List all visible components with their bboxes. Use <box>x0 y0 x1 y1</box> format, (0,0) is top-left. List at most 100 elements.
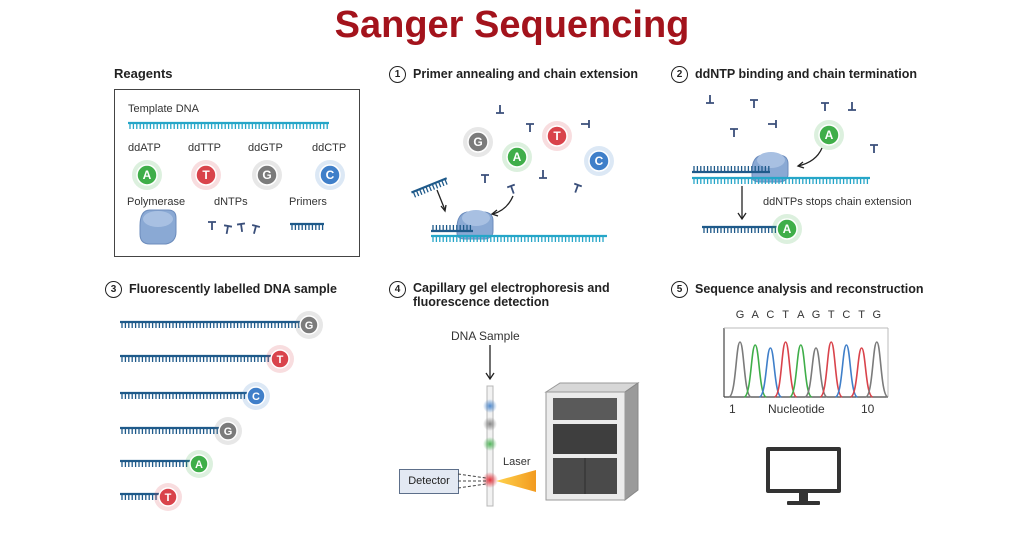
sequence-letter-9: T <box>858 309 865 321</box>
step2-dntp-2-shape <box>750 99 758 108</box>
peak-2 <box>743 344 767 398</box>
step-4-title-line1: Capillary gel electrophoresis and <box>413 281 610 295</box>
ddntp-c-circle-letter: C <box>326 168 335 182</box>
peak-5 <box>789 344 813 398</box>
step-1-number: 1 <box>389 66 406 83</box>
step1-dntp-5-shape <box>506 183 516 194</box>
fragment-6-end: T <box>154 483 182 511</box>
detector-box: Detector <box>399 469 459 494</box>
fragment-5-end: A <box>185 450 213 478</box>
peak-8 <box>834 344 859 398</box>
dntp-mark-3-shape <box>251 224 261 234</box>
ddntp-a-circle-letter: A <box>143 168 152 182</box>
step2-terminated-end-letter: A <box>783 222 792 236</box>
fragment-3 <box>120 391 247 399</box>
step2-dntp-0 <box>706 95 714 104</box>
template-dna-strand-rungs <box>129 123 328 129</box>
step2-dntp-1-shape <box>730 128 738 137</box>
polymerase-icon <box>139 209 177 245</box>
band-green <box>483 437 497 451</box>
ddntp-a-circle-disc <box>136 164 158 186</box>
polymerase-icon-step1 <box>456 210 494 240</box>
step1-growing-strand <box>431 225 473 233</box>
step2-terminated-strand-rungs <box>703 227 777 233</box>
ddntp-t-circle-letter: T <box>202 168 210 182</box>
step1-dntp-2-shape <box>581 120 590 128</box>
ddatp-label: ddATP <box>128 142 161 154</box>
reagents-heading: Reagents <box>114 66 173 81</box>
step2-dntp-5 <box>848 102 856 111</box>
template-dna-strand <box>128 121 329 129</box>
fragment-2-rungs <box>121 356 269 362</box>
step2-dntp-3 <box>768 120 777 128</box>
fragment-3-rungs <box>121 393 246 399</box>
step2-template-strand-rungs <box>693 178 869 184</box>
ddntp-c-circle: C <box>315 160 345 190</box>
sequence-letter-8: C <box>842 309 850 321</box>
fragment-3-end: C <box>242 382 270 410</box>
step1-nucleotide-3-disc <box>588 150 610 172</box>
dna-sample-label: DNA Sample <box>451 329 520 343</box>
arrow-primer <box>436 189 446 211</box>
step1-nucleotide-0-disc <box>467 131 489 153</box>
arrow-dntp <box>492 195 514 215</box>
fragment-3-end-letter: C <box>252 391 260 403</box>
primer-strand <box>290 222 324 230</box>
step2-dntp-2 <box>750 99 758 108</box>
peak-1 <box>728 341 752 398</box>
step-3-number: 3 <box>105 281 122 298</box>
fragment-3-end-disc <box>246 386 266 406</box>
step2-growing-strand <box>692 166 770 174</box>
dntp-mark-3 <box>251 224 261 234</box>
peak-6 <box>804 347 828 398</box>
step1-nucleotide-1: A <box>502 142 532 172</box>
step2-template-strand <box>692 176 870 184</box>
step2-dntp-6-shape <box>870 144 878 153</box>
fragment-5-rungs <box>121 461 188 467</box>
step2-growing-strand-rungs <box>693 166 770 172</box>
step1-nucleotide-1-letter: A <box>513 150 522 164</box>
step1-dntp-6-shape <box>573 182 583 193</box>
fragment-1 <box>120 320 300 328</box>
step2-dntp-6 <box>870 144 878 153</box>
step1-dntp-5 <box>506 183 516 194</box>
step-2-title: ddNTP binding and chain termination <box>695 67 917 81</box>
step1-dntp-0 <box>496 105 504 114</box>
fragment-4-rungs <box>121 428 218 434</box>
step2-ddntp-incoming-letter: A <box>825 128 834 142</box>
step1-free-primer-strand <box>411 177 448 198</box>
sequence-letter-3: C <box>766 309 774 321</box>
ddntp-g-circle-disc <box>256 164 278 186</box>
fragment-2-end-letter: T <box>277 354 284 366</box>
step1-nucleotide-2-letter: T <box>553 129 561 143</box>
reagents-box <box>114 89 360 257</box>
sequencer-machine-icon <box>544 382 640 502</box>
ddctp-label: ddCTP <box>312 142 347 154</box>
step1-dntp-2 <box>581 120 590 128</box>
page-title: Sanger Sequencing <box>334 4 690 46</box>
fragment-4-end-letter: G <box>224 426 233 438</box>
step2-terminated-end-disc <box>776 218 798 240</box>
step1-template-strand <box>431 234 607 242</box>
fragment-1-rungs <box>121 322 300 328</box>
sequence-letter-10: G <box>873 309 882 321</box>
fragment-2-end: T <box>266 345 294 373</box>
step2-dntp-0-shape <box>706 95 714 104</box>
fragment-5 <box>120 459 190 467</box>
step2-dntp-3-shape <box>768 120 777 128</box>
polymerase-icon-step2 <box>751 152 789 183</box>
fragment-2-end-disc <box>270 349 290 369</box>
step2-dntp-5-shape <box>848 102 856 111</box>
axis-start-label: 1 <box>729 402 736 416</box>
step2-terminated-end: A <box>772 214 802 244</box>
ddgtp-label: ddGTP <box>248 142 283 154</box>
fragment-2 <box>120 354 271 362</box>
step-4-number: 4 <box>389 281 406 298</box>
monitor-icon <box>766 447 841 505</box>
template-dna-label: Template DNA <box>128 103 199 115</box>
step1-nucleotide-0-letter: G <box>473 135 482 149</box>
step1-dntp-3 <box>481 174 489 183</box>
step1-dntp-4-shape <box>539 170 547 179</box>
step2-ddntp-incoming: A <box>814 120 844 150</box>
